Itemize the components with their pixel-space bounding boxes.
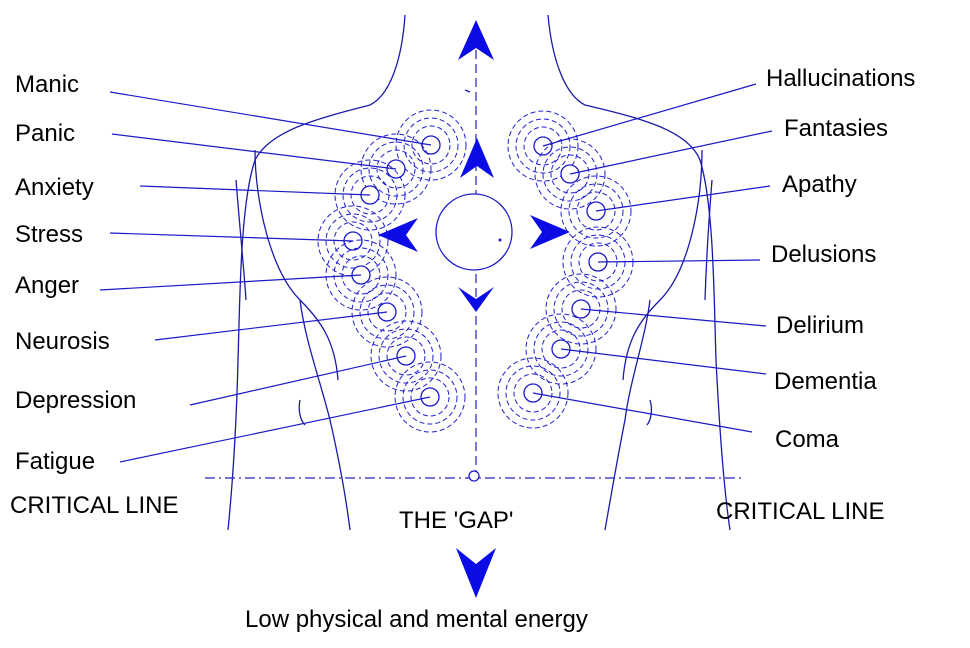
right-state-rings xyxy=(498,111,633,428)
label-anger: Anger xyxy=(15,272,79,299)
left-leader-5 xyxy=(155,312,387,340)
label-dementia: Dementia xyxy=(774,368,877,395)
critical-line-left-label: CRITICAL LINE xyxy=(10,492,178,519)
label-panic: Panic xyxy=(15,120,75,147)
label-neurosis: Neurosis xyxy=(15,328,110,355)
left-leader-0 xyxy=(110,92,431,145)
arrow-left-icon xyxy=(378,218,418,252)
right-leader-4 xyxy=(581,309,766,326)
label-apathy: Apathy xyxy=(782,171,857,198)
left-leader-7 xyxy=(120,397,430,462)
label-hallucinations: Hallucinations xyxy=(766,65,915,92)
arrow-up-icon xyxy=(460,138,494,178)
right-leader-1 xyxy=(570,131,772,174)
label-fantasies: Fantasies xyxy=(784,115,888,142)
center-circle xyxy=(436,194,512,270)
left-leader-4 xyxy=(100,275,361,290)
right-leader-5 xyxy=(561,349,766,374)
gap-label: THE 'GAP' xyxy=(399,507,514,534)
torso-outline xyxy=(228,15,730,530)
arrow-right-icon xyxy=(530,215,570,249)
label-coma: Coma xyxy=(775,426,840,453)
label-fatigue: Fatigue xyxy=(15,448,95,475)
right-leader-2 xyxy=(596,186,770,211)
bottom-caption: Low physical and mental energy xyxy=(245,606,588,633)
label-depression: Depression xyxy=(15,387,136,414)
right-leader-3 xyxy=(598,260,760,262)
label-delirium: Delirium xyxy=(776,312,864,339)
label-delusions: Delusions xyxy=(771,241,876,268)
label-manic: Manic xyxy=(15,71,79,98)
critical-line-right-label: CRITICAL LINE xyxy=(716,498,884,525)
left-leader-3 xyxy=(110,233,353,241)
gap-marker xyxy=(469,471,479,481)
center-dot xyxy=(499,239,502,242)
left-leader-6 xyxy=(190,356,406,405)
left-state-rings xyxy=(318,110,466,432)
label-stress: Stress xyxy=(15,221,83,248)
label-anxiety: Anxiety xyxy=(15,174,94,201)
arrow-bottom-icon xyxy=(456,548,496,598)
right-leader-0 xyxy=(543,84,756,146)
